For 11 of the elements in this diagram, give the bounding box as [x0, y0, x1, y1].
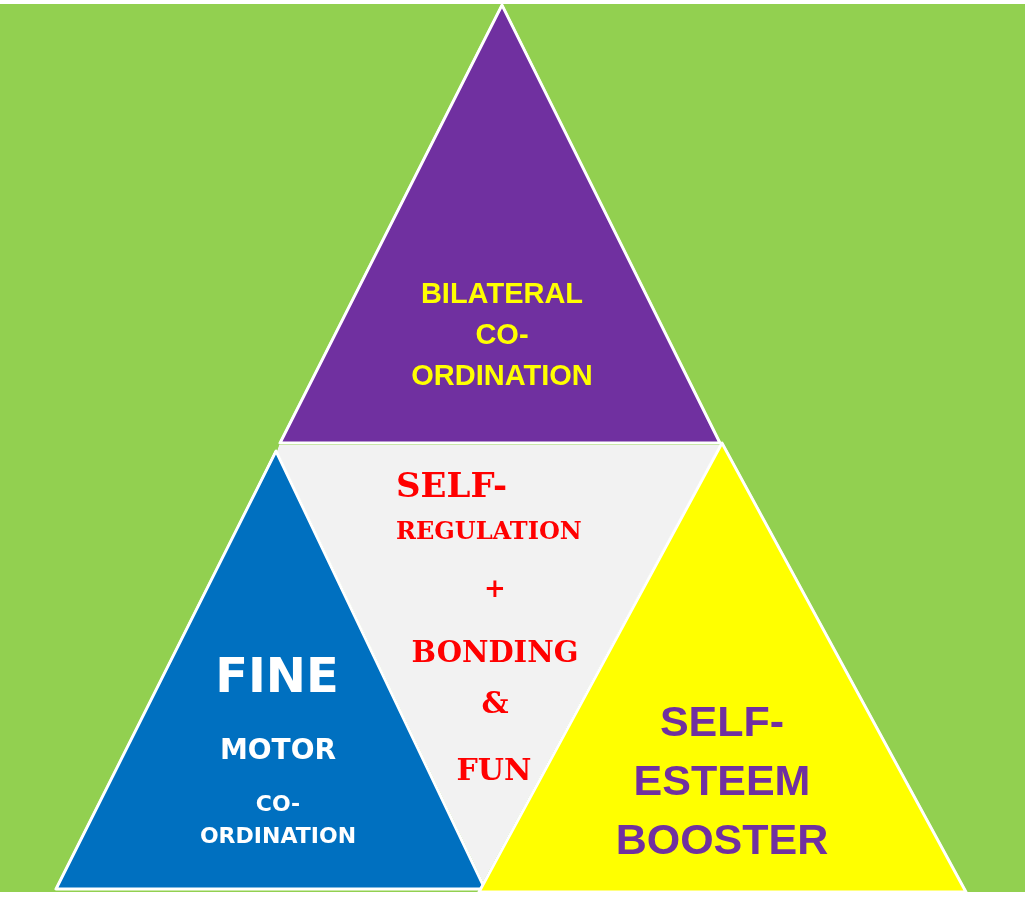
- triangle-segment: [277, 2, 723, 446]
- segment-label: SELF- REGULATION: [396, 464, 583, 547]
- segment-label: MOTOR: [219, 732, 337, 768]
- segment-label: +: [484, 572, 506, 605]
- segment-label: SELF- ESTEEM BOOSTER: [614, 696, 830, 865]
- segment-label: BONDING: [411, 634, 579, 671]
- segment-label: CO- ORDINATION: [198, 790, 358, 850]
- segment-label: BILATERAL CO- ORDINATION: [410, 276, 594, 393]
- segment-label: FINE: [215, 647, 339, 703]
- segment-label: &: [481, 684, 509, 722]
- segment-label: FUN: [456, 753, 532, 787]
